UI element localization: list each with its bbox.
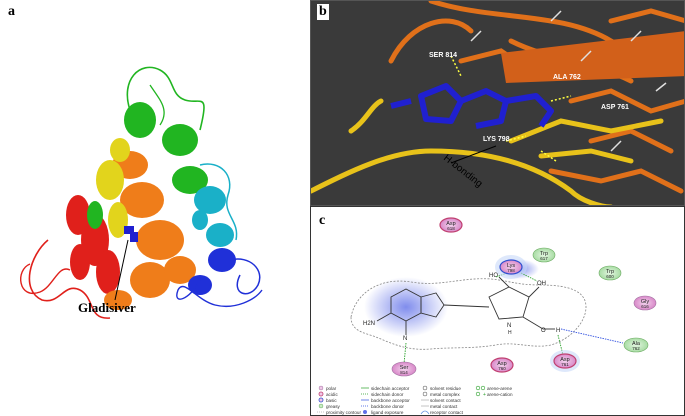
svg-text:acidic: acidic xyxy=(326,392,338,397)
ligand-sticks-blue xyxy=(390,83,554,129)
svg-text:Trp: Trp xyxy=(606,269,614,275)
svg-text:sidechain donor: sidechain donor xyxy=(371,392,404,397)
panel-a-protein-structure: a xyxy=(0,0,310,416)
residue-label-asp761: ASP 761 xyxy=(601,104,629,111)
hydrogen-sticks xyxy=(470,10,667,152)
gladisiver-pointer-line xyxy=(114,239,129,301)
hydrogen-bond-dashes xyxy=(450,55,572,162)
atom-o: O xyxy=(541,328,546,334)
atom-nh2: H2N xyxy=(363,321,375,327)
ribbon-green-loop xyxy=(126,66,205,131)
atom-n-pyrimidine: N xyxy=(403,336,407,342)
ligand-interaction-map: H2N N HO OH N H O H Asp 618 Trp 617 xyxy=(317,217,657,415)
atom-ho: HO xyxy=(489,273,498,279)
svg-text:762: 762 xyxy=(632,346,640,351)
svg-text:arene-cation: arene-cation xyxy=(487,392,513,397)
svg-text:solvent contact: solvent contact xyxy=(430,398,461,403)
gladisiver-label: Gladisiver xyxy=(78,300,136,315)
panel-a-label: a xyxy=(8,4,15,19)
residue-gly616: Gly 616 xyxy=(633,295,657,311)
svg-text:760: 760 xyxy=(498,366,506,371)
legend: polar acidic basic greasy proximity cont… xyxy=(317,385,513,415)
ribbon-red-loop xyxy=(28,239,111,319)
ribbon-red-helices xyxy=(66,195,120,294)
svg-text:798: 798 xyxy=(507,268,515,273)
svg-text:Asp: Asp xyxy=(560,357,569,363)
svg-text:backbone donor: backbone donor xyxy=(371,404,404,409)
residue-asp761: Asp 761 xyxy=(550,350,580,372)
residue-trp600: Trp 600 xyxy=(598,265,622,281)
svg-text:616: 616 xyxy=(641,304,649,309)
ligand-exposure-zone xyxy=(364,277,448,337)
atom-oh: OH xyxy=(537,281,546,287)
legend-col-contacts: solvent residue metal complex solvent co… xyxy=(420,385,464,415)
protein-ribbon-yellow xyxy=(311,98,664,205)
svg-text:proximity contour: proximity contour xyxy=(326,410,361,415)
svg-text:metal complex: metal complex xyxy=(430,392,460,397)
panel-b-label: b xyxy=(317,4,329,20)
binding-site-render: SER 814 ALA 762 ASP 761 LYS 798 H-bondin… xyxy=(311,1,684,205)
residue-label-ala762: ALA 762 xyxy=(553,74,581,81)
cation-plus-icon: + xyxy=(483,392,486,398)
svg-text:Lys: Lys xyxy=(507,263,516,269)
ribbon-green-loop-2 xyxy=(149,84,165,126)
protein-ribbon-structure: Gladisiver xyxy=(20,66,263,319)
residue-label-lys798: LYS 798 xyxy=(483,136,510,143)
svg-text:Asp: Asp xyxy=(497,361,506,367)
svg-text:arene-arene: arene-arene xyxy=(487,386,512,391)
bound-ligand xyxy=(124,226,138,242)
legend-col-arene: arene-arene + arene-cation xyxy=(475,385,513,398)
protein-beta-sheet xyxy=(501,31,684,83)
residue-lys798: Lys 798 xyxy=(495,255,527,279)
svg-text:ligand exposure: ligand exposure xyxy=(371,410,404,415)
ribbon-blue-helices xyxy=(188,248,236,295)
svg-text:greasy: greasy xyxy=(326,404,340,409)
svg-text:Gly: Gly xyxy=(641,299,650,305)
hbonding-pointer xyxy=(450,145,497,164)
ribbon-blue-loop xyxy=(229,258,261,295)
legend-col-interaction-types: sidechain acceptor sidechain donor backb… xyxy=(361,386,410,415)
ribbon-blue-loop-2 xyxy=(176,279,263,307)
ribbon-yellow-helices xyxy=(96,138,130,238)
residue-asp618: Asp 618 xyxy=(439,217,463,233)
ligand-2d-structure xyxy=(376,276,555,335)
svg-text:Ser: Ser xyxy=(400,365,409,371)
atom-n-sugar: N xyxy=(507,323,511,329)
panel-b-binding-site: b xyxy=(310,0,685,206)
atom-h: H xyxy=(556,328,560,334)
residue-ser814: Ser 814 xyxy=(391,361,417,377)
ribbon-cyan-helices xyxy=(192,186,234,247)
svg-text:600: 600 xyxy=(606,274,614,279)
residue-trp617: Trp 617 xyxy=(532,247,556,263)
svg-text:metal contact: metal contact xyxy=(430,404,458,409)
svg-text:solvent residue: solvent residue xyxy=(430,386,461,391)
svg-text:backbone acceptor: backbone acceptor xyxy=(371,398,410,403)
ribbon-orange-helices xyxy=(104,151,196,310)
residue-asp760: Asp 760 xyxy=(490,357,514,373)
ribbon-green-helices xyxy=(87,102,208,229)
residue-label-ser814: SER 814 xyxy=(429,52,457,59)
svg-text:761: 761 xyxy=(561,362,569,367)
svg-text:Asp: Asp xyxy=(446,221,455,227)
panel-c-label: c xyxy=(319,213,326,228)
atom-h-sugar: H xyxy=(508,330,512,336)
ribbon-red-loop-2 xyxy=(20,263,71,295)
svg-text:617: 617 xyxy=(540,256,548,261)
svg-text:sidechain acceptor: sidechain acceptor xyxy=(371,386,410,391)
svg-text:receptor contact: receptor contact xyxy=(430,410,464,415)
svg-text:Ala: Ala xyxy=(632,341,641,347)
panel-c-interaction-diagram: c xyxy=(310,206,685,416)
svg-text:814: 814 xyxy=(400,370,408,375)
svg-text:Trp: Trp xyxy=(540,251,548,257)
backbone-acceptor-arrow xyxy=(560,328,624,344)
ribbon-cyan-loop xyxy=(199,163,238,241)
legend-col-residue-types: polar acidic basic greasy proximity cont… xyxy=(317,385,361,415)
svg-text:polar: polar xyxy=(326,386,337,391)
svg-text:basic: basic xyxy=(326,398,337,403)
residue-ala762: Ala 762 xyxy=(623,337,649,353)
svg-text:618: 618 xyxy=(447,226,455,231)
